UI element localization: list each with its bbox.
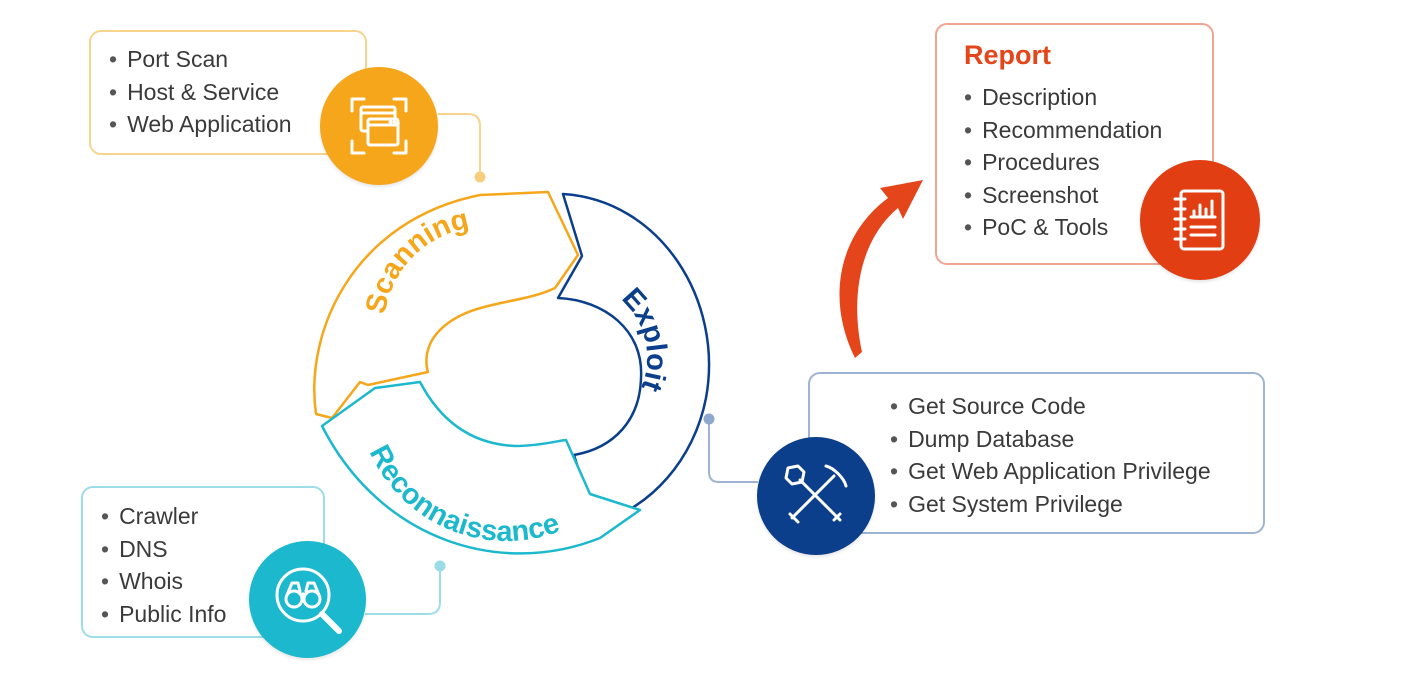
reconnaissance-list: Crawler DNS Whois Public Info [101, 500, 323, 630]
recon-connector [365, 567, 441, 615]
exploit-connector [708, 419, 758, 483]
list-item: Web Application [109, 108, 365, 141]
list-item: Whois [101, 565, 323, 598]
shovel-pickaxe-icon [784, 464, 848, 524]
list-item: Description [964, 81, 1212, 114]
list-item: Get System Privilege [890, 488, 1263, 521]
report-badge [1140, 160, 1260, 280]
scan-connector [438, 113, 481, 176]
list-item: Crawler [101, 500, 323, 533]
exploit-list: Get Source Code Dump Database Get Web Ap… [890, 390, 1263, 520]
list-item: Dump Database [890, 423, 1263, 456]
list-item: Procedures [964, 146, 1212, 179]
reconnaissance-segment[interactable] [320, 380, 642, 555]
list-item: Recommendation [964, 114, 1212, 147]
list-item: PoC & Tools [964, 211, 1212, 244]
list-item: Port Scan [109, 43, 365, 76]
scan-connector-dot [474, 171, 486, 183]
recon-connector-dot [434, 560, 446, 572]
browser-windows-icon [350, 97, 408, 155]
exploit-connector-dot [703, 413, 715, 425]
scanning-badge [320, 67, 438, 185]
list-item: Get Web Application Privilege [890, 455, 1263, 488]
report-title: Report [964, 40, 1051, 70]
report-list: Description Recommendation Procedures Sc… [964, 81, 1212, 244]
list-item: Screenshot [964, 179, 1212, 212]
scanning-segment[interactable] [313, 190, 580, 420]
exploit-card: Get Source Code Dump Database Get Web Ap… [808, 372, 1265, 534]
binoculars-magnifier-icon [275, 567, 342, 634]
list-item: Public Info [101, 598, 323, 631]
list-item: Host & Service [109, 76, 365, 109]
exploit-badge [757, 437, 875, 555]
list-item: DNS [101, 533, 323, 566]
report-arrow [839, 180, 923, 358]
list-item: Get Source Code [890, 390, 1263, 423]
report-chart-notebook-icon [1173, 189, 1225, 251]
reconnaissance-badge [249, 541, 366, 658]
scanning-list: Port Scan Host & Service Web Application [109, 43, 365, 141]
